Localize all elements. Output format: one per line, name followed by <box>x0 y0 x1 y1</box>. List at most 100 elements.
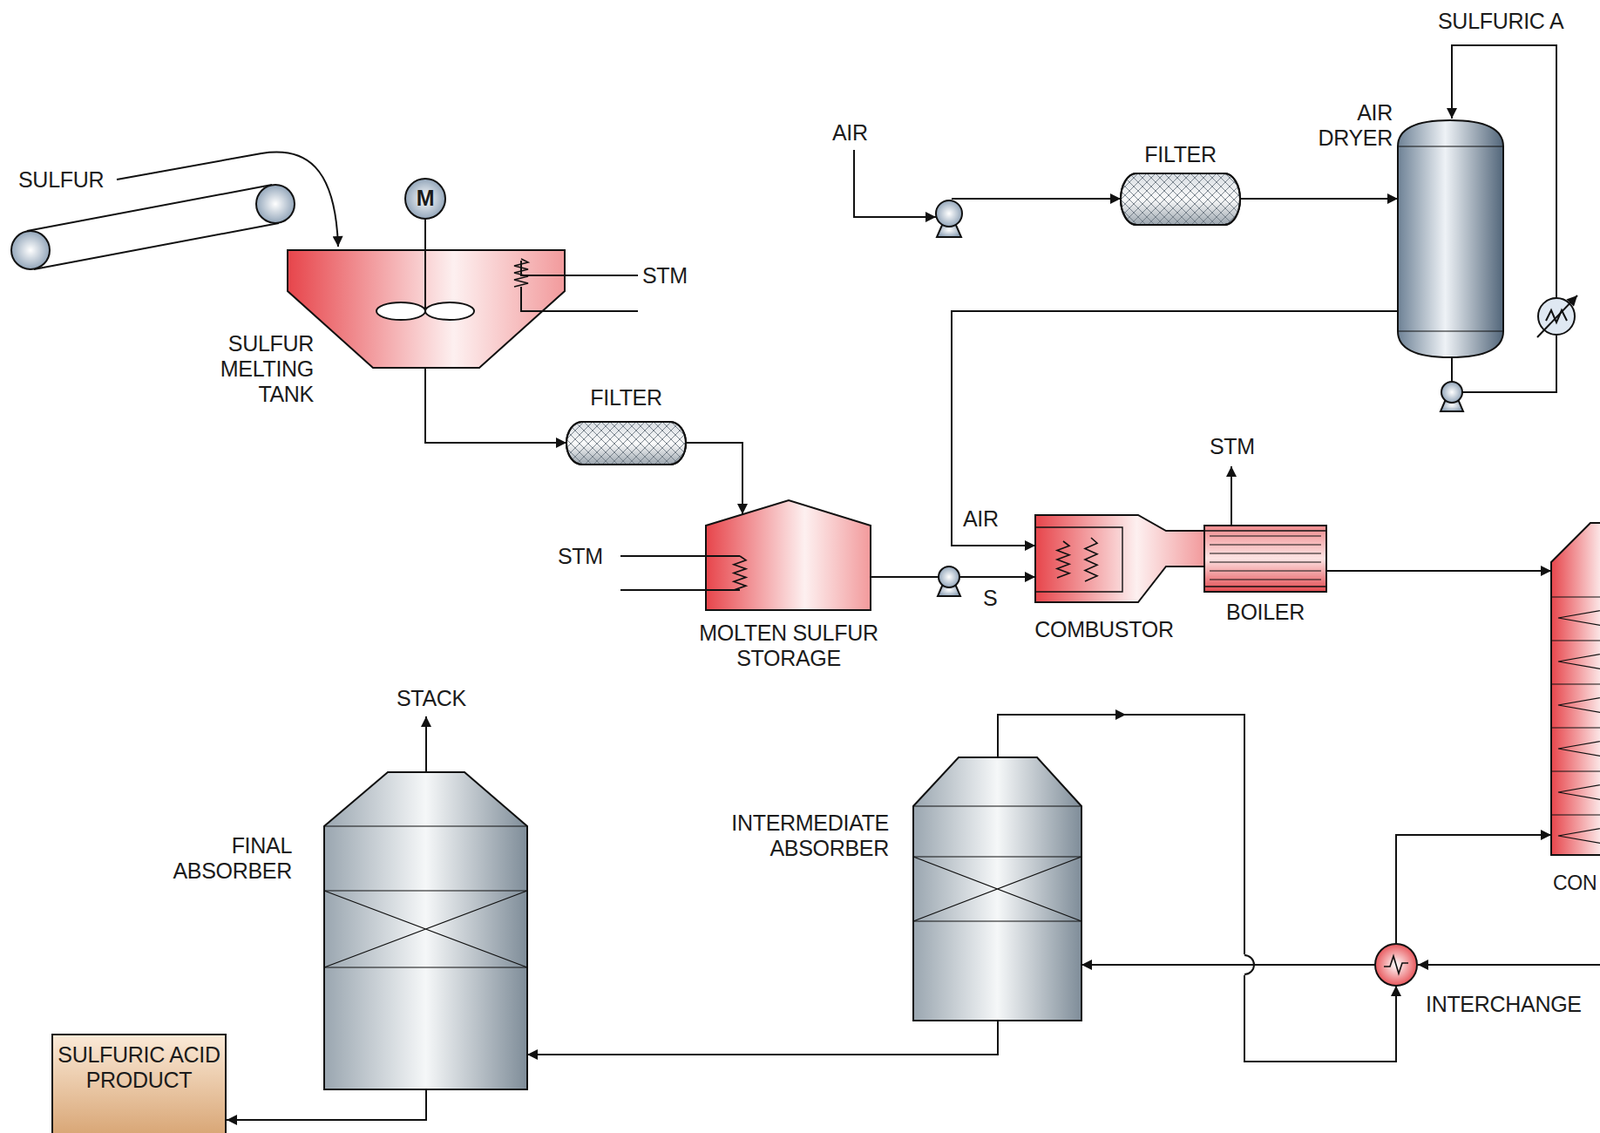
stream-label: AIR <box>832 120 868 146</box>
sulfur-pump <box>937 566 961 597</box>
shape-svg <box>324 772 528 1090</box>
storage-tank: MOLTEN SULFUR STORAGE <box>705 500 871 611</box>
air-dryer: AIR DRYER <box>1397 120 1504 358</box>
flow-line <box>1396 834 1552 944</box>
equipment-label: SULFURIC ACID PRODUCT <box>51 1042 227 1093</box>
flow-line <box>424 218 427 251</box>
sulfur-pump <box>938 566 960 588</box>
shape-part <box>566 421 686 465</box>
process-lines <box>425 716 428 773</box>
combustor: COMBUSTOR <box>1035 515 1205 603</box>
shape-part <box>1120 173 1241 225</box>
air-blower <box>935 200 963 238</box>
steam-lines <box>1230 466 1233 526</box>
sulfur-conveyor <box>116 151 339 247</box>
shape-part <box>287 250 565 368</box>
heat-exchanger: INTERCHANGE <box>1375 943 1417 986</box>
shape-part <box>1035 527 1123 592</box>
steam-lines <box>620 555 706 590</box>
converter: CON <box>1551 522 1600 855</box>
shape-outline <box>324 772 528 1090</box>
shape-svg <box>1375 943 1417 986</box>
shape-outline <box>705 500 871 611</box>
shape-part <box>733 555 746 590</box>
impeller-blade <box>425 302 475 320</box>
shape-outline <box>1375 943 1417 986</box>
shape-outline <box>1120 173 1241 225</box>
shape-part <box>1120 173 1241 225</box>
line-hop <box>1235 963 1254 966</box>
shape-part <box>913 806 1082 922</box>
sulfur-conveyor <box>11 230 50 270</box>
shape-part <box>913 856 1082 922</box>
shape-part <box>1035 515 1205 603</box>
shape-part <box>1397 146 1504 332</box>
acid-pump <box>1440 381 1464 412</box>
filter: FILTER <box>1120 173 1241 225</box>
flow-line <box>226 1089 427 1120</box>
equipment-label: SULFUR MELTING TANK <box>165 331 314 407</box>
shape-part <box>1204 530 1327 587</box>
flow-line <box>1326 569 1552 572</box>
absorber: FINAL ABSORBER <box>324 772 528 1090</box>
stream-label: AIR <box>962 506 999 532</box>
equipment-label: INTERCHANGE <box>1425 991 1596 1017</box>
shape-part <box>705 500 871 611</box>
stream-label: STACK <box>396 685 467 712</box>
boiler: BOILER <box>1204 525 1327 592</box>
shape-part <box>705 555 740 590</box>
air-lines <box>854 149 936 217</box>
flow-line <box>1081 963 1376 966</box>
shape-outline <box>1551 522 1600 855</box>
shape-outline <box>1204 525 1327 592</box>
equipment-label: FINAL ABSORBER <box>130 833 292 884</box>
shape-part <box>324 890 528 968</box>
stream-label: STM <box>1209 433 1255 460</box>
shape-outline <box>52 1034 226 1133</box>
equipment-label: FILTER <box>1120 142 1241 168</box>
melting-tank: SULFUR MELTING TANK <box>287 250 565 368</box>
line-hop <box>1235 954 1255 976</box>
shape-svg <box>1035 515 1205 603</box>
process-lines <box>1106 713 1126 716</box>
equipment-label: INTERMEDIATE ABSORBER <box>710 810 889 862</box>
shape-part <box>52 1034 226 1133</box>
shape-svg <box>287 250 565 368</box>
shape-outline <box>1397 120 1504 358</box>
stream-label: S <box>983 585 997 611</box>
exchanger-circle <box>1375 943 1417 986</box>
acid-cooler <box>1537 295 1578 338</box>
shape-part <box>1057 541 1070 578</box>
filter: FILTER <box>566 421 686 465</box>
shape-svg <box>1397 120 1504 358</box>
shape-outline <box>913 757 1082 1021</box>
equipment-label: FILTER <box>566 385 686 411</box>
shape-part <box>913 757 1082 1021</box>
shape-svg <box>1551 522 1600 855</box>
acid-pump <box>1441 381 1463 403</box>
shape-svg <box>1120 173 1241 225</box>
process-lines <box>1417 963 1600 966</box>
shape-part <box>1551 596 1600 850</box>
shape-part <box>1209 535 1322 580</box>
shape-outline <box>287 250 565 368</box>
stream-label: STM <box>642 263 688 289</box>
equipment-label: AIR DRYER <box>1296 100 1393 151</box>
shape-svg <box>913 757 1082 1021</box>
flow-line <box>1240 197 1398 200</box>
impeller-blade <box>376 302 426 320</box>
shape-svg <box>1204 525 1327 592</box>
line-hop <box>1244 955 1255 975</box>
equipment-label: CON <box>1552 871 1599 895</box>
shape-part <box>324 772 528 1090</box>
motor-letter: M <box>405 185 446 211</box>
absorber: INTERMEDIATE ABSORBER <box>913 757 1082 1021</box>
equipment-label: MOLTEN SULFUR STORAGE <box>688 620 889 672</box>
air-blower <box>935 200 963 227</box>
air-lines <box>951 197 1121 200</box>
equipment-label: COMBUSTOR <box>1012 616 1196 643</box>
sulfur-conveyor <box>256 184 295 224</box>
shape-part <box>521 260 565 312</box>
